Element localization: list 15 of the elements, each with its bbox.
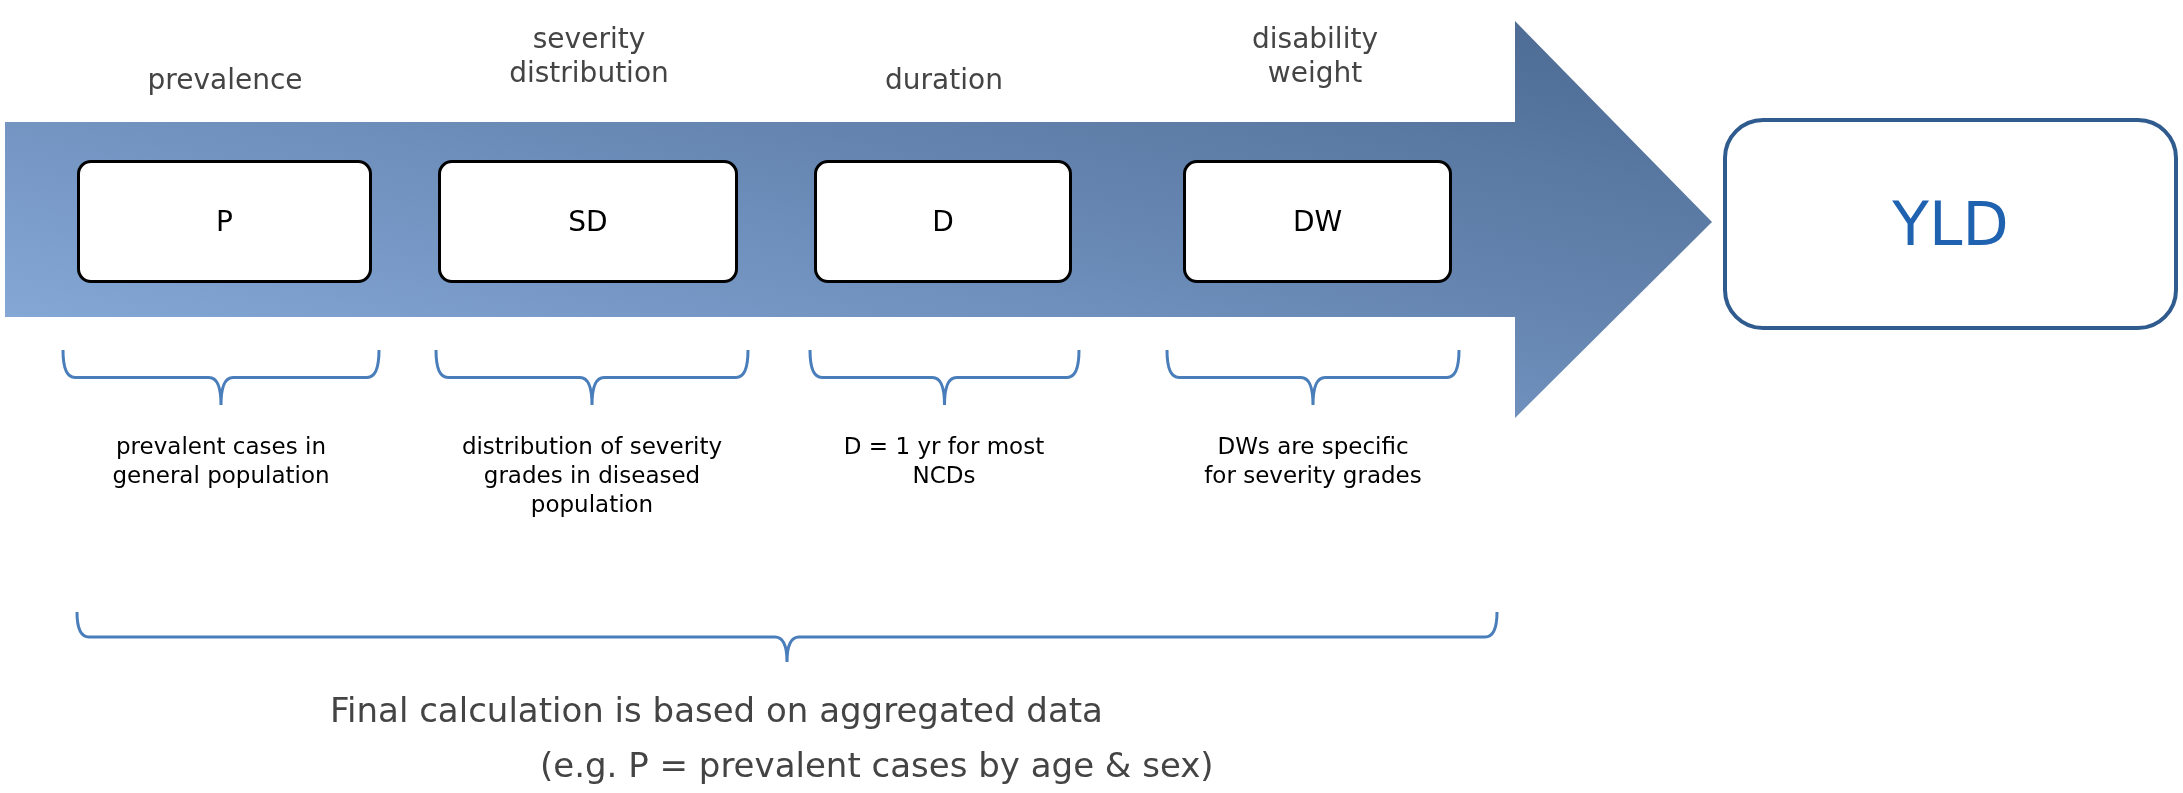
note-text: (e.g. P = prevalent cases by age & sex) [540, 745, 1214, 785]
variable-box: SD [438, 160, 738, 283]
variable-box: DW [1183, 160, 1452, 283]
result-box: YLD [1723, 118, 2178, 330]
heading-text: duration [884, 63, 1004, 97]
heading-text: prevalence [146, 63, 304, 97]
description-text: D = 1 yr for most NCDs [842, 432, 1046, 490]
variable-box: D [814, 160, 1072, 283]
variable-box: P [77, 160, 372, 283]
heading-text: severity distribution [508, 22, 670, 90]
description-text: prevalent cases in general population [111, 432, 331, 490]
note-text: Final calculation is based on aggregated data [330, 690, 1103, 730]
description-text: distribution of severity grades in diseased population [460, 432, 724, 519]
heading-text: disability weight [1251, 22, 1379, 90]
description-text: DWs are specific for severity grades [1203, 432, 1423, 490]
